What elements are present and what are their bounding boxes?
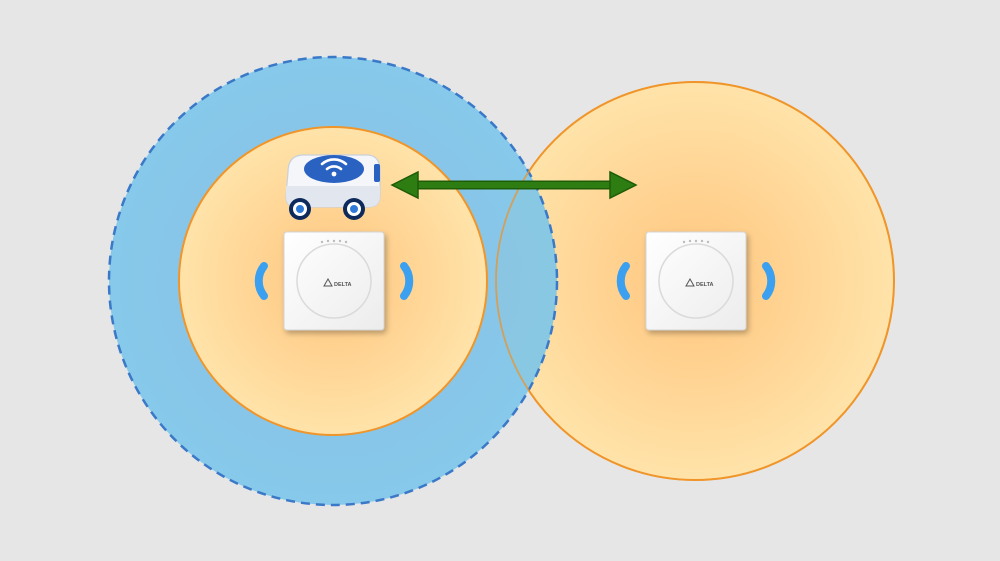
access-point-left: DELTA (254, 231, 414, 331)
ceiling-access-point-icon: DELTA (283, 231, 385, 331)
access-point-logo: DELTA (696, 282, 714, 288)
signal-wave-left-icon (254, 262, 268, 300)
ceiling-access-point-icon: DELTA (645, 231, 747, 331)
mobile-robot (285, 154, 381, 220)
access-point-right: DELTA (616, 231, 776, 331)
wifi-robot-icon (285, 154, 381, 220)
signal-wave-right-icon (762, 262, 776, 300)
signal-wave-left-icon (616, 262, 630, 300)
connection-arrow (390, 170, 638, 200)
signal-wave-right-icon (400, 262, 414, 300)
coverage-zone-right-border (495, 81, 895, 481)
access-point-logo: DELTA (334, 282, 352, 288)
